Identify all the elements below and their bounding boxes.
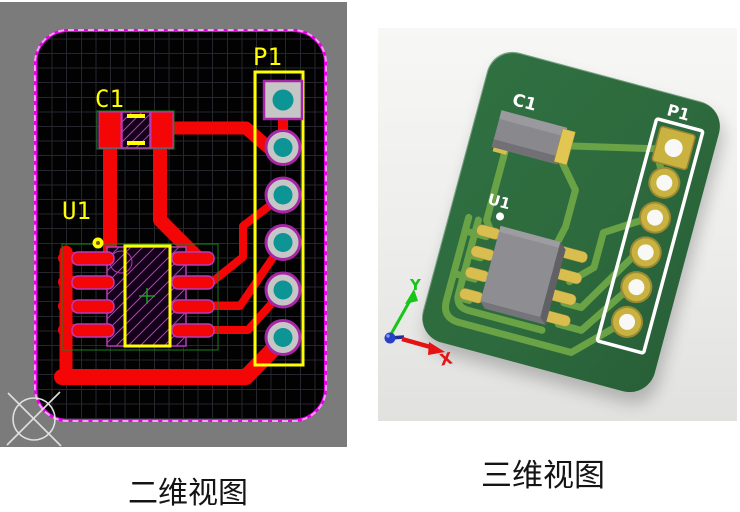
- board-outline-2d: [34, 29, 327, 422]
- label-u1-3d: U1: [486, 190, 513, 213]
- board-outline-dash: [34, 29, 327, 422]
- through-hole-pads-3d: [611, 166, 681, 338]
- board-3d: C1 U1 P1: [416, 46, 726, 398]
- ic-3d-u1: [459, 224, 588, 327]
- connector-3d-p1: [595, 117, 705, 355]
- caption-3d-view: 三维视图: [481, 458, 605, 493]
- pcb-2d-view[interactable]: [0, 2, 347, 447]
- label-c1-3d: C1: [510, 90, 539, 116]
- capacitor-3d-c1: [491, 110, 576, 166]
- u1-pin1-dot-3d: [496, 212, 505, 221]
- pcb-3d-view[interactable]: C1 U1 P1: [378, 28, 737, 421]
- caption-2d-view: 二维视图: [128, 477, 248, 510]
- board-3d-graphics: C1 U1 P1: [442, 90, 705, 357]
